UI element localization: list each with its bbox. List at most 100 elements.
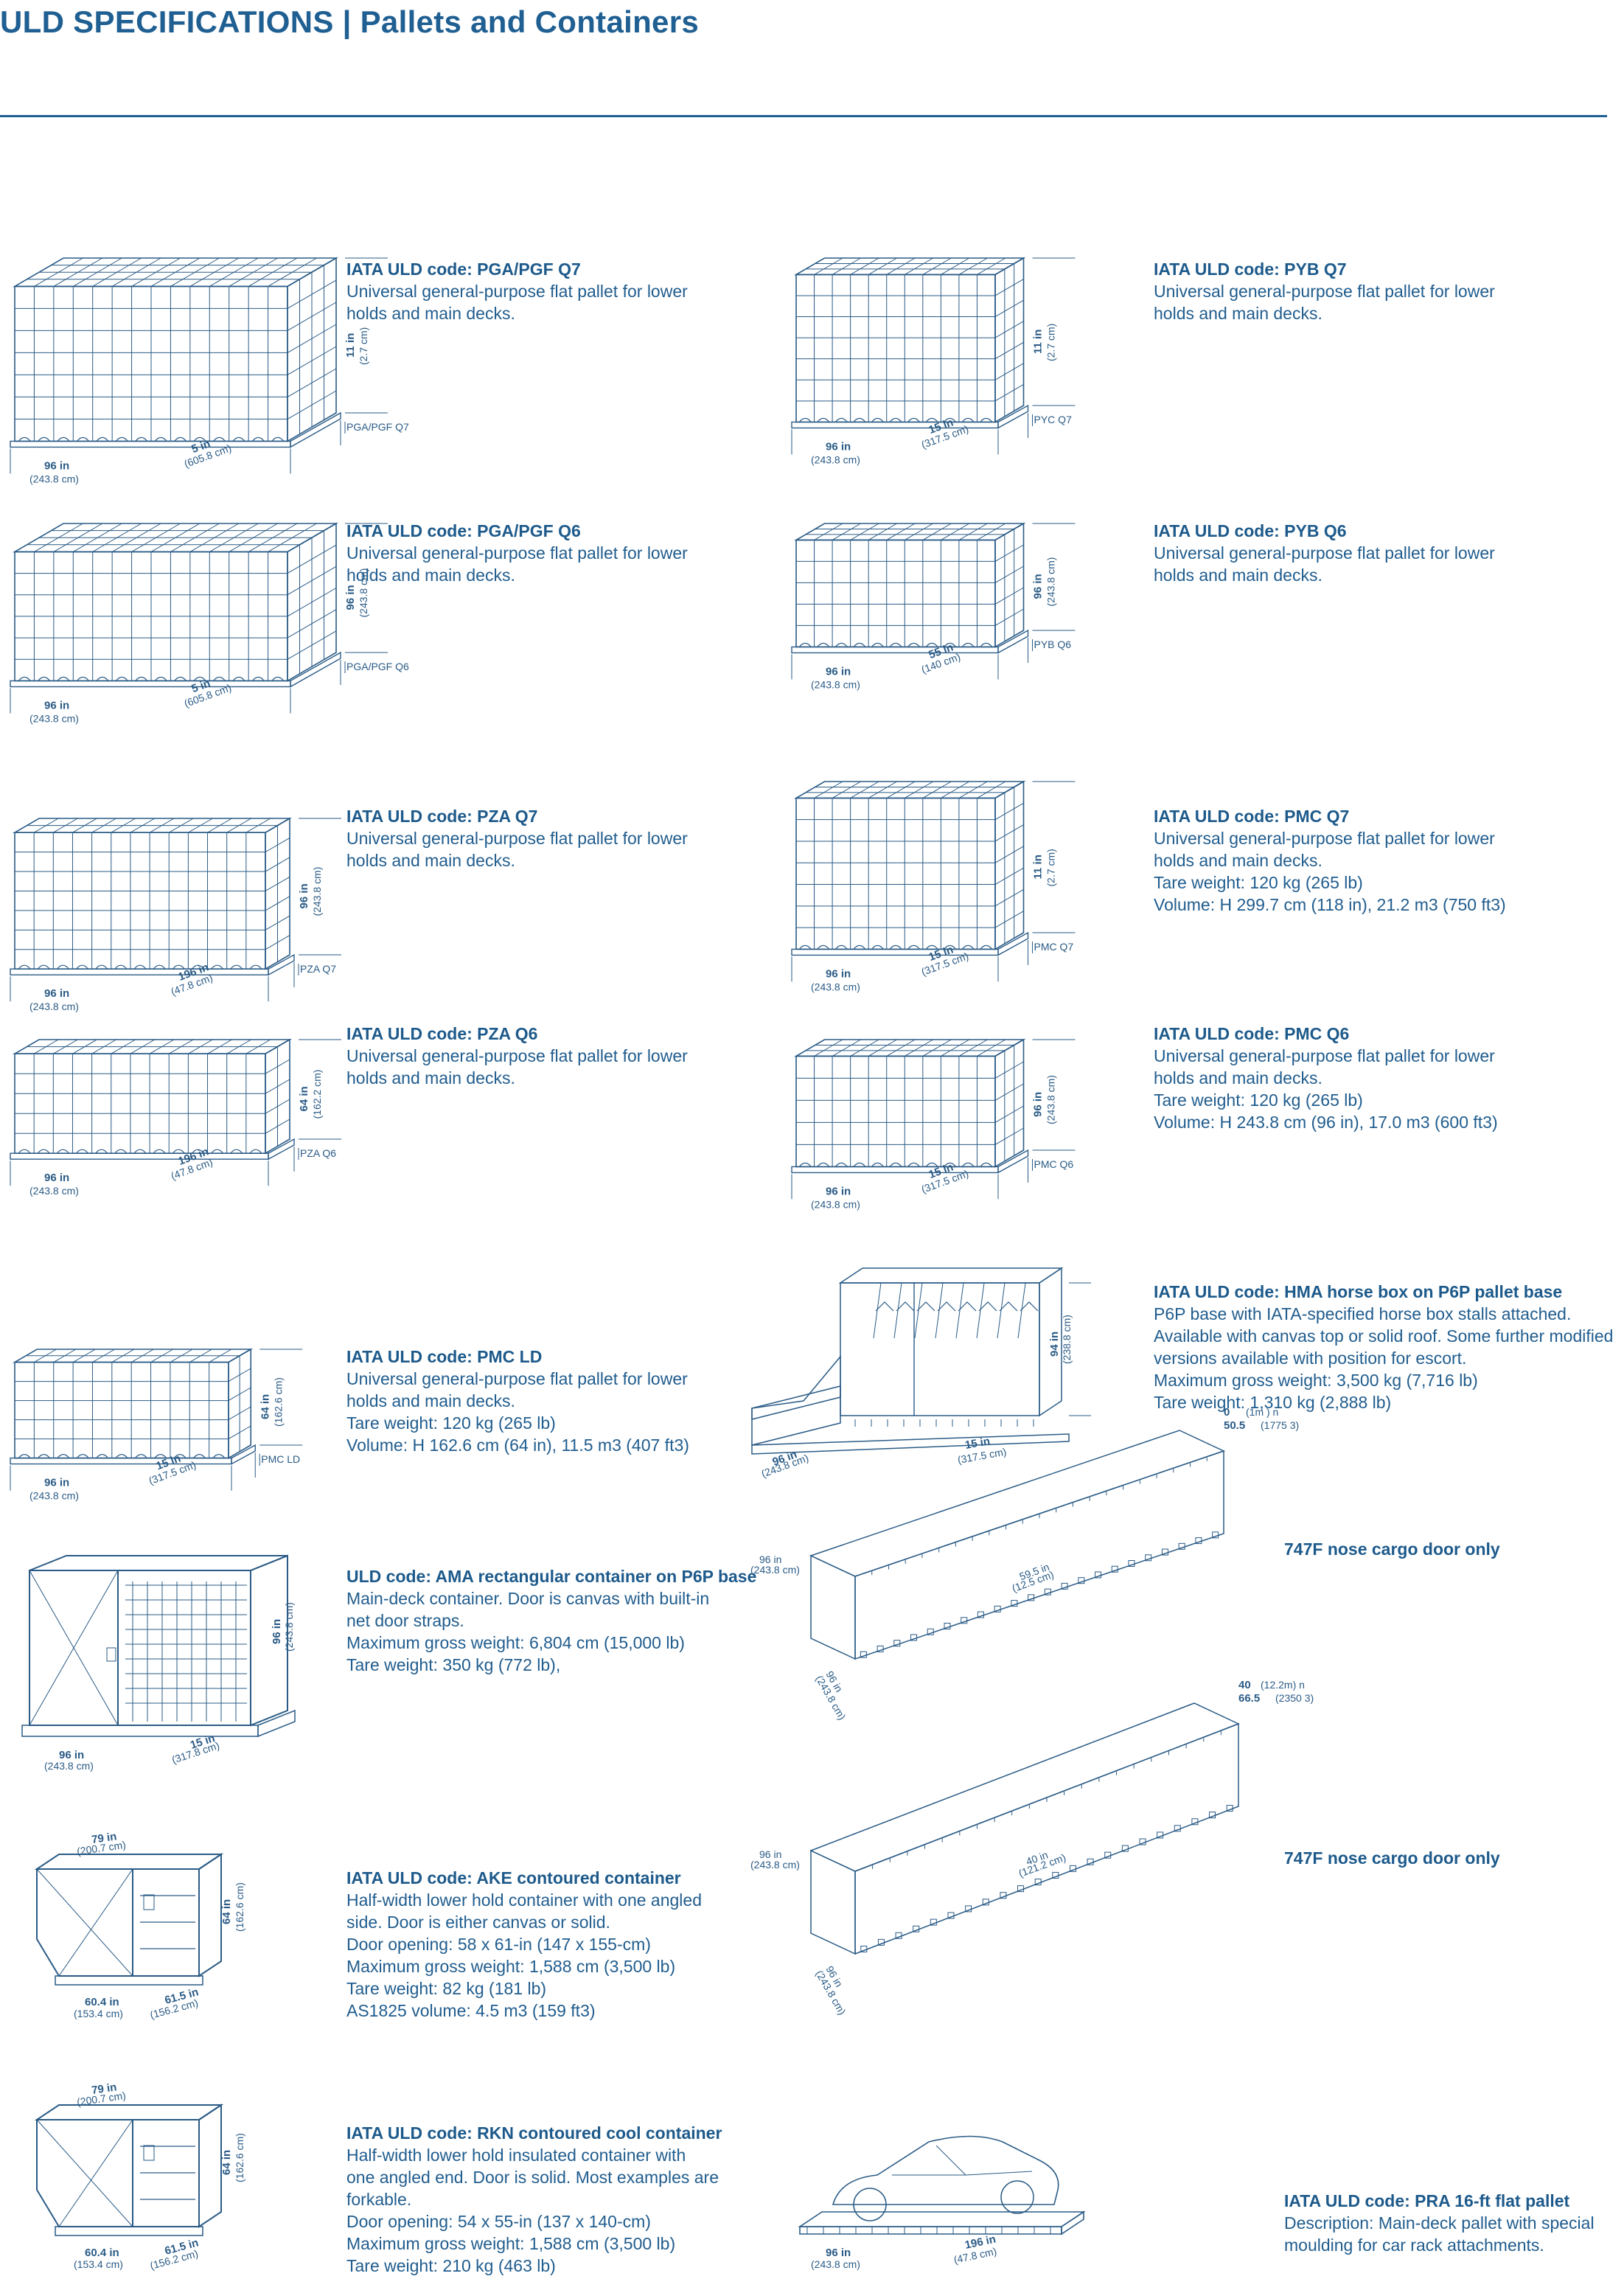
dimension-label: 96 in: [826, 440, 851, 453]
dimension-label: (243.8 cm): [29, 712, 79, 724]
dimension-label: (243.8 cm): [44, 1760, 94, 1772]
dimension-label: 96 in: [826, 967, 851, 980]
dimension-label: (243.8 cm): [811, 1198, 860, 1210]
uld-heading: IATA ULD code: PZA Q7: [346, 807, 538, 826]
uld-heading: ULD code: AMA rectangular container on P…: [346, 1567, 757, 1586]
uld-spec-line: holds and main decks.: [346, 304, 515, 323]
dimension-label: (162.6 cm): [272, 1377, 284, 1427]
uld-spec-line: forkable.: [346, 2190, 412, 2209]
dimension-label: 96 in: [344, 585, 357, 610]
dimension-label: (243.8 cm): [811, 2258, 860, 2270]
uld-spec-line: holds and main decks.: [1154, 851, 1322, 870]
door-dimension-label: (2350 3): [1275, 1692, 1314, 1704]
dimension-label: 64 in: [298, 1086, 310, 1111]
uld-spec-line: moulding for car rack attachments.: [1284, 2235, 1544, 2255]
uld-spec-line: Volume: H 162.6 cm (64 in), 11.5 m3 (407…: [346, 1436, 689, 1455]
dimension-label: (162.6 cm): [234, 2133, 245, 2182]
dimension-label: 96 in: [44, 459, 69, 472]
main-deck-container-figure-1: 96 in(243.8 cm)96 in(243.8 cm)59.5 in(12…: [750, 1406, 1299, 1722]
dimension-label: 96 in: [1032, 1092, 1045, 1117]
uld-heading: IATA ULD code: PZA Q6: [346, 1024, 538, 1043]
uld-heading: IATA ULD code: PGA/PGF Q7: [346, 260, 581, 279]
dimension-label: 96 in: [44, 1477, 69, 1489]
dimension-label: (243.8 cm): [811, 678, 860, 690]
uld-heading: IATA ULD code: PMC LD: [346, 1347, 543, 1366]
uld-heading: IATA ULD code: PYB Q7: [1154, 260, 1347, 279]
uld-heading: IATA ULD code: PRA 16-ft flat pallet: [1284, 2191, 1570, 2210]
uld-description-10: IATA ULD code: HMA horse box on P6P pall…: [1154, 1281, 1624, 1413]
dimension-label: 15 in: [964, 1435, 992, 1452]
uld-spec-line: versions available with position for esc…: [1154, 1349, 1467, 1368]
dimension-label: 96 in: [44, 987, 69, 1000]
uld-spec-line: P6P base with IATA-specified horse box s…: [1154, 1304, 1572, 1323]
dimension-label: (243.8 cm): [29, 1001, 79, 1012]
rkn-container-figure: 79 in(200.7 cm)64 in(162.6 cm)60.4 in(15…: [34, 2081, 245, 2272]
height-label: (243.8 cm): [750, 1859, 800, 1871]
uld-spec-line: Description: Main-deck pallet with speci…: [1284, 2213, 1595, 2233]
uld-spec-line: holds and main decks.: [1154, 304, 1322, 323]
pallet-code-label: PYB Q6: [1034, 639, 1072, 650]
uld-heading: IATA ULD code: AKE contoured container: [346, 1868, 681, 1887]
dimension-label: (243.8 cm): [311, 867, 323, 916]
height-label: (243.8 cm): [750, 1564, 800, 1576]
uld-spec-line: Tare weight: 210 kg (463 lb): [346, 2256, 556, 2275]
uld-heading: IATA ULD code: PMC Q6: [1154, 1024, 1350, 1043]
dimension-label: 94 in: [1048, 1332, 1061, 1357]
uld-spec-line: holds and main decks.: [346, 1391, 515, 1410]
uld-spec-line: Maximum gross weight: 3,500 kg (7,716 lb…: [1154, 1371, 1478, 1390]
dimension-label: (243.8 cm): [1045, 557, 1057, 607]
dimension-label: 96 in: [826, 2247, 851, 2259]
dimension-label: (238.8 cm): [1061, 1315, 1073, 1364]
dimension-label: 79 in: [91, 2081, 117, 2097]
door-dimension-label: 40: [1238, 1679, 1251, 1691]
dimension-label: (162.6 cm): [234, 1882, 245, 1932]
pallet-code-label: PMC LD: [261, 1453, 300, 1465]
uld-spec-line: holds and main decks.: [346, 851, 515, 870]
pallet-code-label: PMC Q7: [1034, 941, 1074, 953]
dimension-label: (243.8 cm): [358, 568, 369, 618]
uld-spec-line: Half-width lower hold container with one…: [346, 1890, 703, 1910]
dimension-label: (162.2 cm): [311, 1070, 323, 1119]
dimension-label: (243.8 cm): [811, 981, 860, 992]
uld-spec-line: AS1825 volume: 4.5 m3 (159 ft3): [346, 2001, 596, 2020]
dimension-label: 60.4 in: [85, 2247, 119, 2259]
dimension-label: (243.8 cm): [29, 1490, 79, 1502]
uld-spec-line: Maximum gross weight: 6,804 cm (15,000 l…: [346, 1633, 685, 1652]
uld-spec-line: Tare weight: 120 kg (265 lb): [346, 1413, 556, 1433]
dimension-label: (243.8 cm): [1045, 1075, 1057, 1124]
uld-description-12: 747F nose cargo door only: [1284, 1538, 1594, 1560]
uld-description-11: ULD code: AMA rectangular container on P…: [346, 1565, 759, 1676]
dimension-label: 11 in: [1032, 855, 1045, 879]
door-dimension-label: 66.5: [1238, 1692, 1260, 1705]
uld-description-14: 747F nose cargo door only: [1284, 1847, 1594, 1869]
uld-spec-line: Universal general-purpose flat pallet fo…: [346, 1046, 688, 1065]
uld-spec-line: Universal general-purpose flat pallet fo…: [346, 543, 688, 563]
dimension-label: 96 in: [271, 1619, 283, 1644]
dimension-label: 11 in: [1032, 330, 1045, 354]
pallet-code-label: PZA Q6: [300, 1147, 336, 1159]
uld-spec-line: Tare weight: 350 kg (772 lb),: [346, 1655, 561, 1674]
uld-heading: 747F nose cargo door only: [1284, 1539, 1500, 1559]
dimension-label: (153.4 cm): [74, 2008, 123, 2019]
pallet-figure-9: 96 in(243.8 cm)15 in(317.5 cm)64 in(162.…: [10, 1348, 303, 1502]
pallet-figure-3: 96 in(243.8 cm)5 in(605.8 cm)96 in(243.8…: [10, 522, 409, 724]
uld-description-7: IATA ULD code: PZA Q6 Universal general-p…: [346, 1023, 730, 1089]
dimension-label: (2.7 cm): [358, 327, 369, 365]
uld-spec-line: Tare weight: 120 kg (265 lb): [1154, 873, 1363, 892]
pra-pallet-figure: 96 in(243.8 cm)196 in(47.8 cm): [798, 2135, 1086, 2270]
uld-spec-line: side. Door is either canvas or solid.: [346, 1913, 610, 1932]
dimension-label: 60.4 in: [85, 1996, 119, 2008]
dimension-label: (243.8 cm): [29, 1185, 79, 1197]
dimension-label: 96 in: [826, 1185, 851, 1197]
horse-box-figure: 94 in(238.8 cm)96 in(243.8 cm)15 in(317.…: [751, 1267, 1091, 1480]
uld-spec-line: Volume: H 299.7 cm (118 in), 21.2 m3 (75…: [1154, 895, 1506, 914]
